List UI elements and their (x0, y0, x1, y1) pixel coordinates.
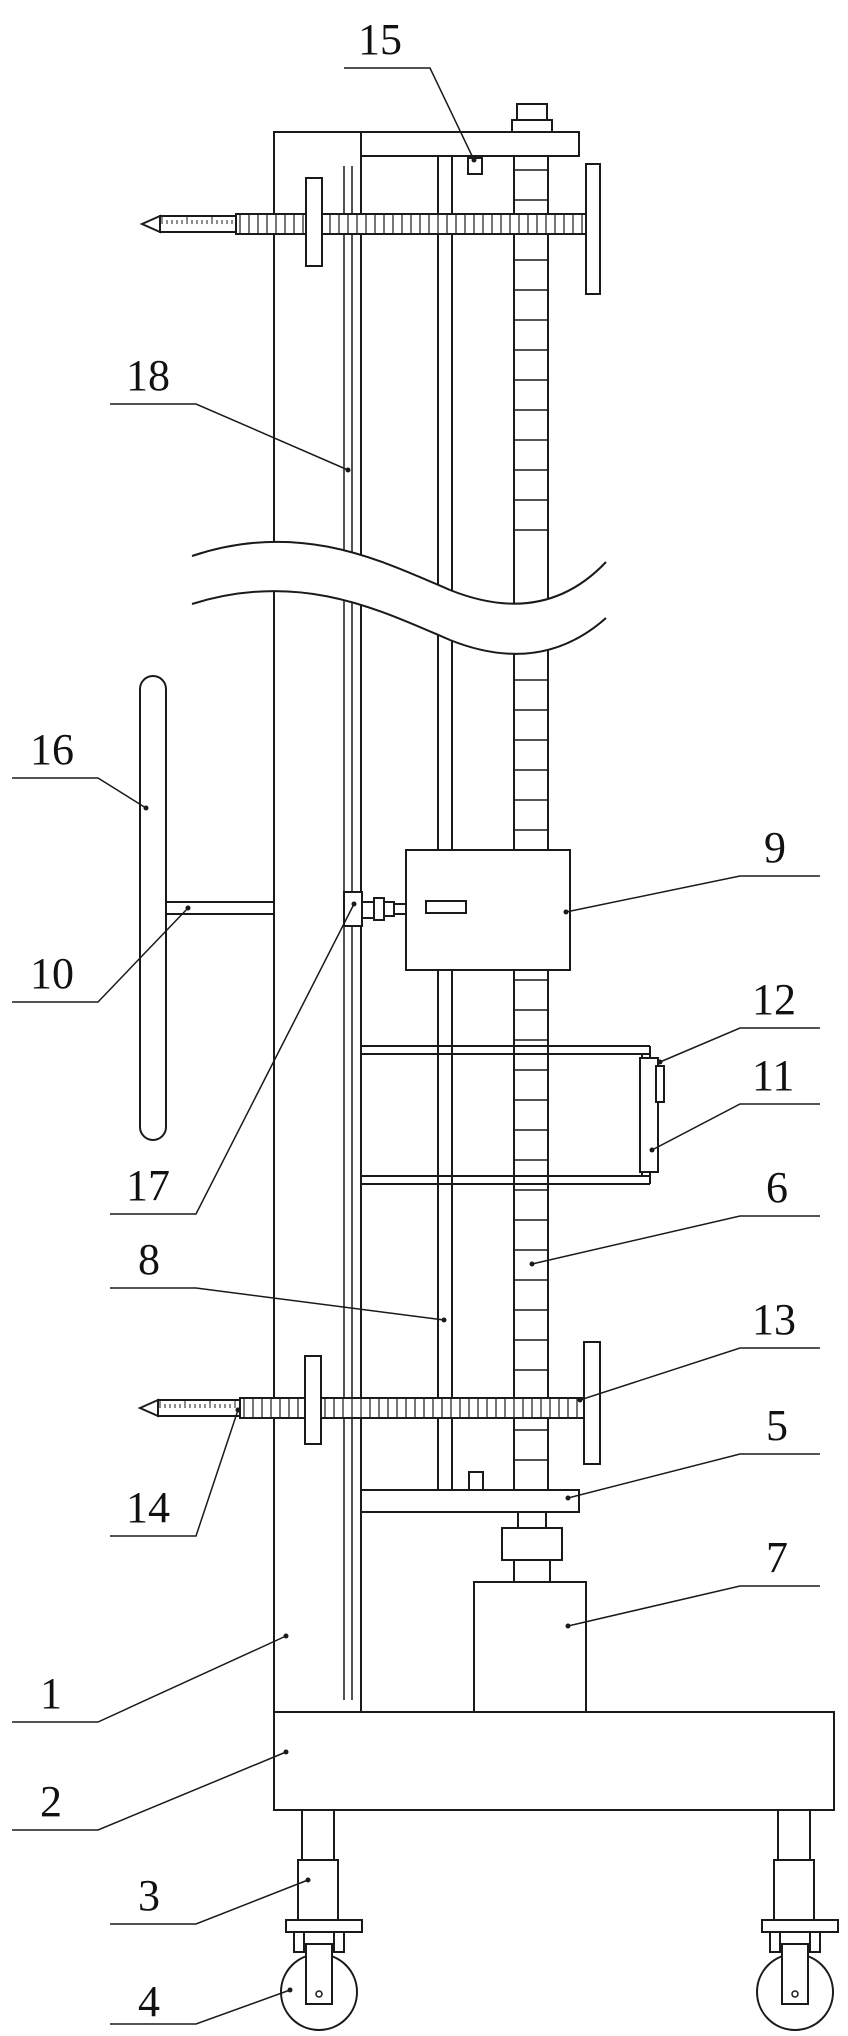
left-handle (139, 675, 274, 1141)
vertical-rod (437, 156, 453, 1490)
part-labels: 15 18 16 10 17 8 9 12 11 6 13 14 5 7 1 2… (30, 15, 796, 2026)
label-5: 5 (766, 1401, 788, 1450)
leader-lines (12, 67, 820, 2025)
label-17: 17 (126, 1161, 170, 1210)
label-2: 2 (40, 1777, 62, 1826)
label-9: 9 (764, 823, 786, 872)
guide-rod (343, 166, 353, 1700)
label-7: 7 (766, 1533, 788, 1582)
upper-threaded-rod (139, 163, 601, 295)
left-caster (280, 1809, 363, 2031)
slide-block (343, 849, 571, 971)
side-frame (361, 1045, 665, 1185)
label-3: 3 (138, 1871, 160, 1920)
label-14: 14 (126, 1483, 170, 1532)
label-13: 13 (752, 1295, 796, 1344)
lower-plate (360, 1471, 580, 1513)
label-16: 16 (30, 725, 74, 774)
label-6: 6 (766, 1163, 788, 1212)
label-10: 10 (30, 949, 74, 998)
leader-dots (143, 157, 663, 1993)
label-8: 8 (138, 1235, 160, 1284)
base (273, 1711, 835, 1811)
label-15: 15 (358, 15, 402, 64)
label-12: 12 (752, 975, 796, 1024)
break-lines (191, 540, 607, 655)
top-plate (360, 103, 580, 175)
label-11: 11 (752, 1051, 794, 1100)
lower-threaded-rod (137, 1341, 601, 1465)
lead-screw (513, 156, 549, 1490)
label-4: 4 (138, 1977, 160, 2026)
label-18: 18 (126, 351, 170, 400)
label-1: 1 (40, 1669, 62, 1718)
motor-assembly (473, 1511, 587, 1713)
right-caster (756, 1809, 839, 2031)
